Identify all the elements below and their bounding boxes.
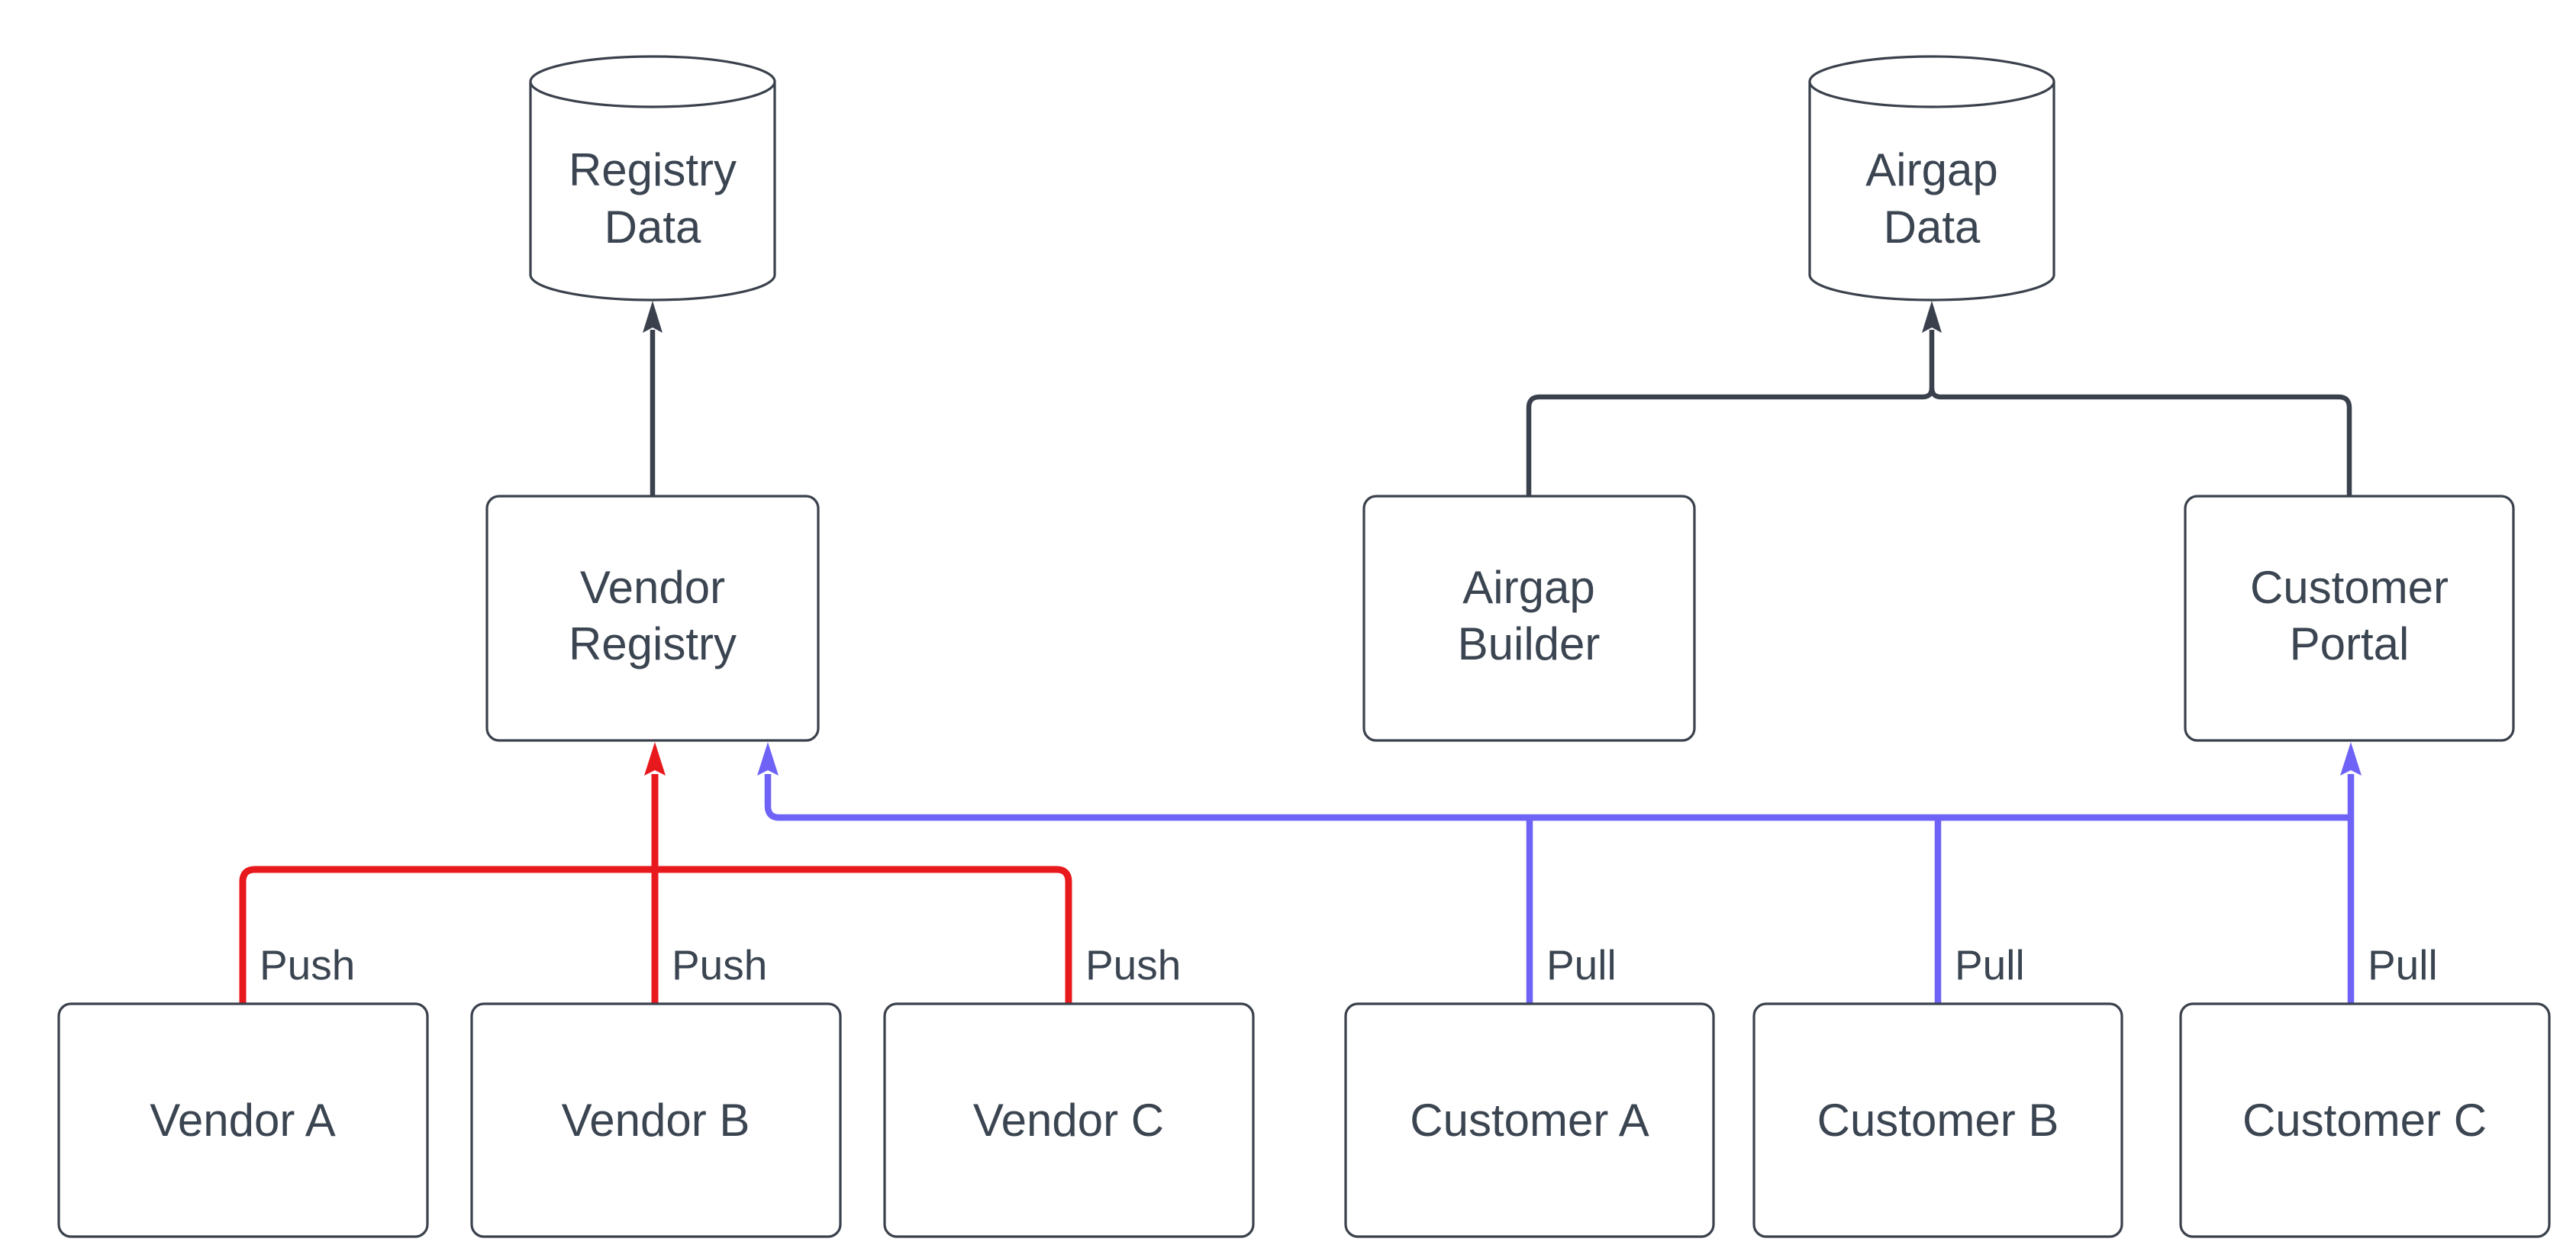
edge-labels: Push Push Push Pull Pull Pull <box>260 941 2438 989</box>
vendor-registry-box <box>485 495 820 742</box>
vendor-registry-node: Vendor Registry <box>485 495 820 742</box>
airgap-builder-box <box>1362 495 1696 742</box>
vendor-registry-label-line-2: Registry <box>569 618 737 669</box>
registry-data-cylinder <box>529 55 776 302</box>
customer-b-box <box>1752 1002 2123 1238</box>
registry-data-label-line-2: Data <box>605 202 701 253</box>
customer-portal-node: Customer Portal <box>2184 495 2515 742</box>
customer-portal-label-line-2: Portal <box>2290 618 2410 669</box>
vendor-registry-label-line-1: Vendor <box>580 562 725 613</box>
arrowhead-pull-vendor-registry <box>757 742 779 776</box>
registry-data-label-line-1: Registry <box>569 144 737 195</box>
push-edges <box>239 742 1072 1004</box>
pull-edges <box>757 742 2362 1004</box>
customer-a-box <box>1344 1002 1715 1238</box>
customer-b-node: Customer B <box>1752 1002 2123 1238</box>
customer-c-label: Customer C <box>2242 1095 2487 1146</box>
arrowhead-pull-customer-portal <box>2340 742 2362 776</box>
airgap-builder-node: Airgap Builder <box>1362 495 1696 742</box>
push-label-vendor-a: Push <box>260 941 355 989</box>
customer-portal-label-line-1: Customer <box>2250 562 2449 613</box>
push-label-vendor-c: Push <box>1085 941 1181 989</box>
customer-c-node: Customer C <box>2179 1002 2551 1238</box>
vendor-a-node: Vendor A <box>57 1002 429 1238</box>
vendor-a-label: Vendor A <box>150 1095 336 1146</box>
airgap-data-cylinder-lip <box>1808 81 2055 108</box>
vendor-a-box <box>57 1002 429 1238</box>
customer-a-label: Customer A <box>1410 1095 1649 1146</box>
edge-airgap-builder-to-merge <box>1526 330 1935 496</box>
airgap-data-label-line-1: Airgap <box>1865 144 1997 195</box>
pull-label-customer-b: Pull <box>1955 941 2025 989</box>
vendor-b-label: Vendor B <box>562 1095 750 1146</box>
vendor-c-node: Vendor C <box>883 1002 1255 1238</box>
vendor-c-box <box>883 1002 1255 1238</box>
customer-portal-box <box>2184 495 2515 742</box>
vendor-b-node: Vendor B <box>470 1002 842 1238</box>
customer-a-node: Customer A <box>1344 1002 1715 1238</box>
airgap-data-cylinder <box>1808 55 2055 302</box>
customer-c-box <box>2179 1002 2551 1238</box>
edge-customer-portal-to-merge <box>1929 387 2352 496</box>
vendor-b-box <box>470 1002 842 1238</box>
registry-data-cylinder-lip <box>529 81 776 108</box>
arrowhead-push-vendor-registry <box>644 742 666 776</box>
arrowhead-airgap-data <box>1922 301 1942 333</box>
airgap-data-label-line-2: Data <box>1884 202 1981 253</box>
dark-edges <box>643 301 2352 496</box>
airgap-builder-label-line-1: Airgap <box>1462 562 1594 613</box>
registry-data-node: Registry Data <box>529 55 776 302</box>
push-label-vendor-b: Push <box>672 941 767 989</box>
airgap-data-node: Airgap Data <box>1808 55 2055 302</box>
arrowhead-registry-data <box>643 301 663 333</box>
pull-label-customer-a: Pull <box>1546 941 1617 989</box>
customer-b-label: Customer B <box>1817 1095 2059 1146</box>
airgap-builder-label-line-2: Builder <box>1458 618 1601 669</box>
vendor-c-label: Vendor C <box>973 1095 1164 1146</box>
pull-label-customer-c: Pull <box>2368 941 2438 989</box>
pull-main-horizontal <box>764 774 2351 821</box>
